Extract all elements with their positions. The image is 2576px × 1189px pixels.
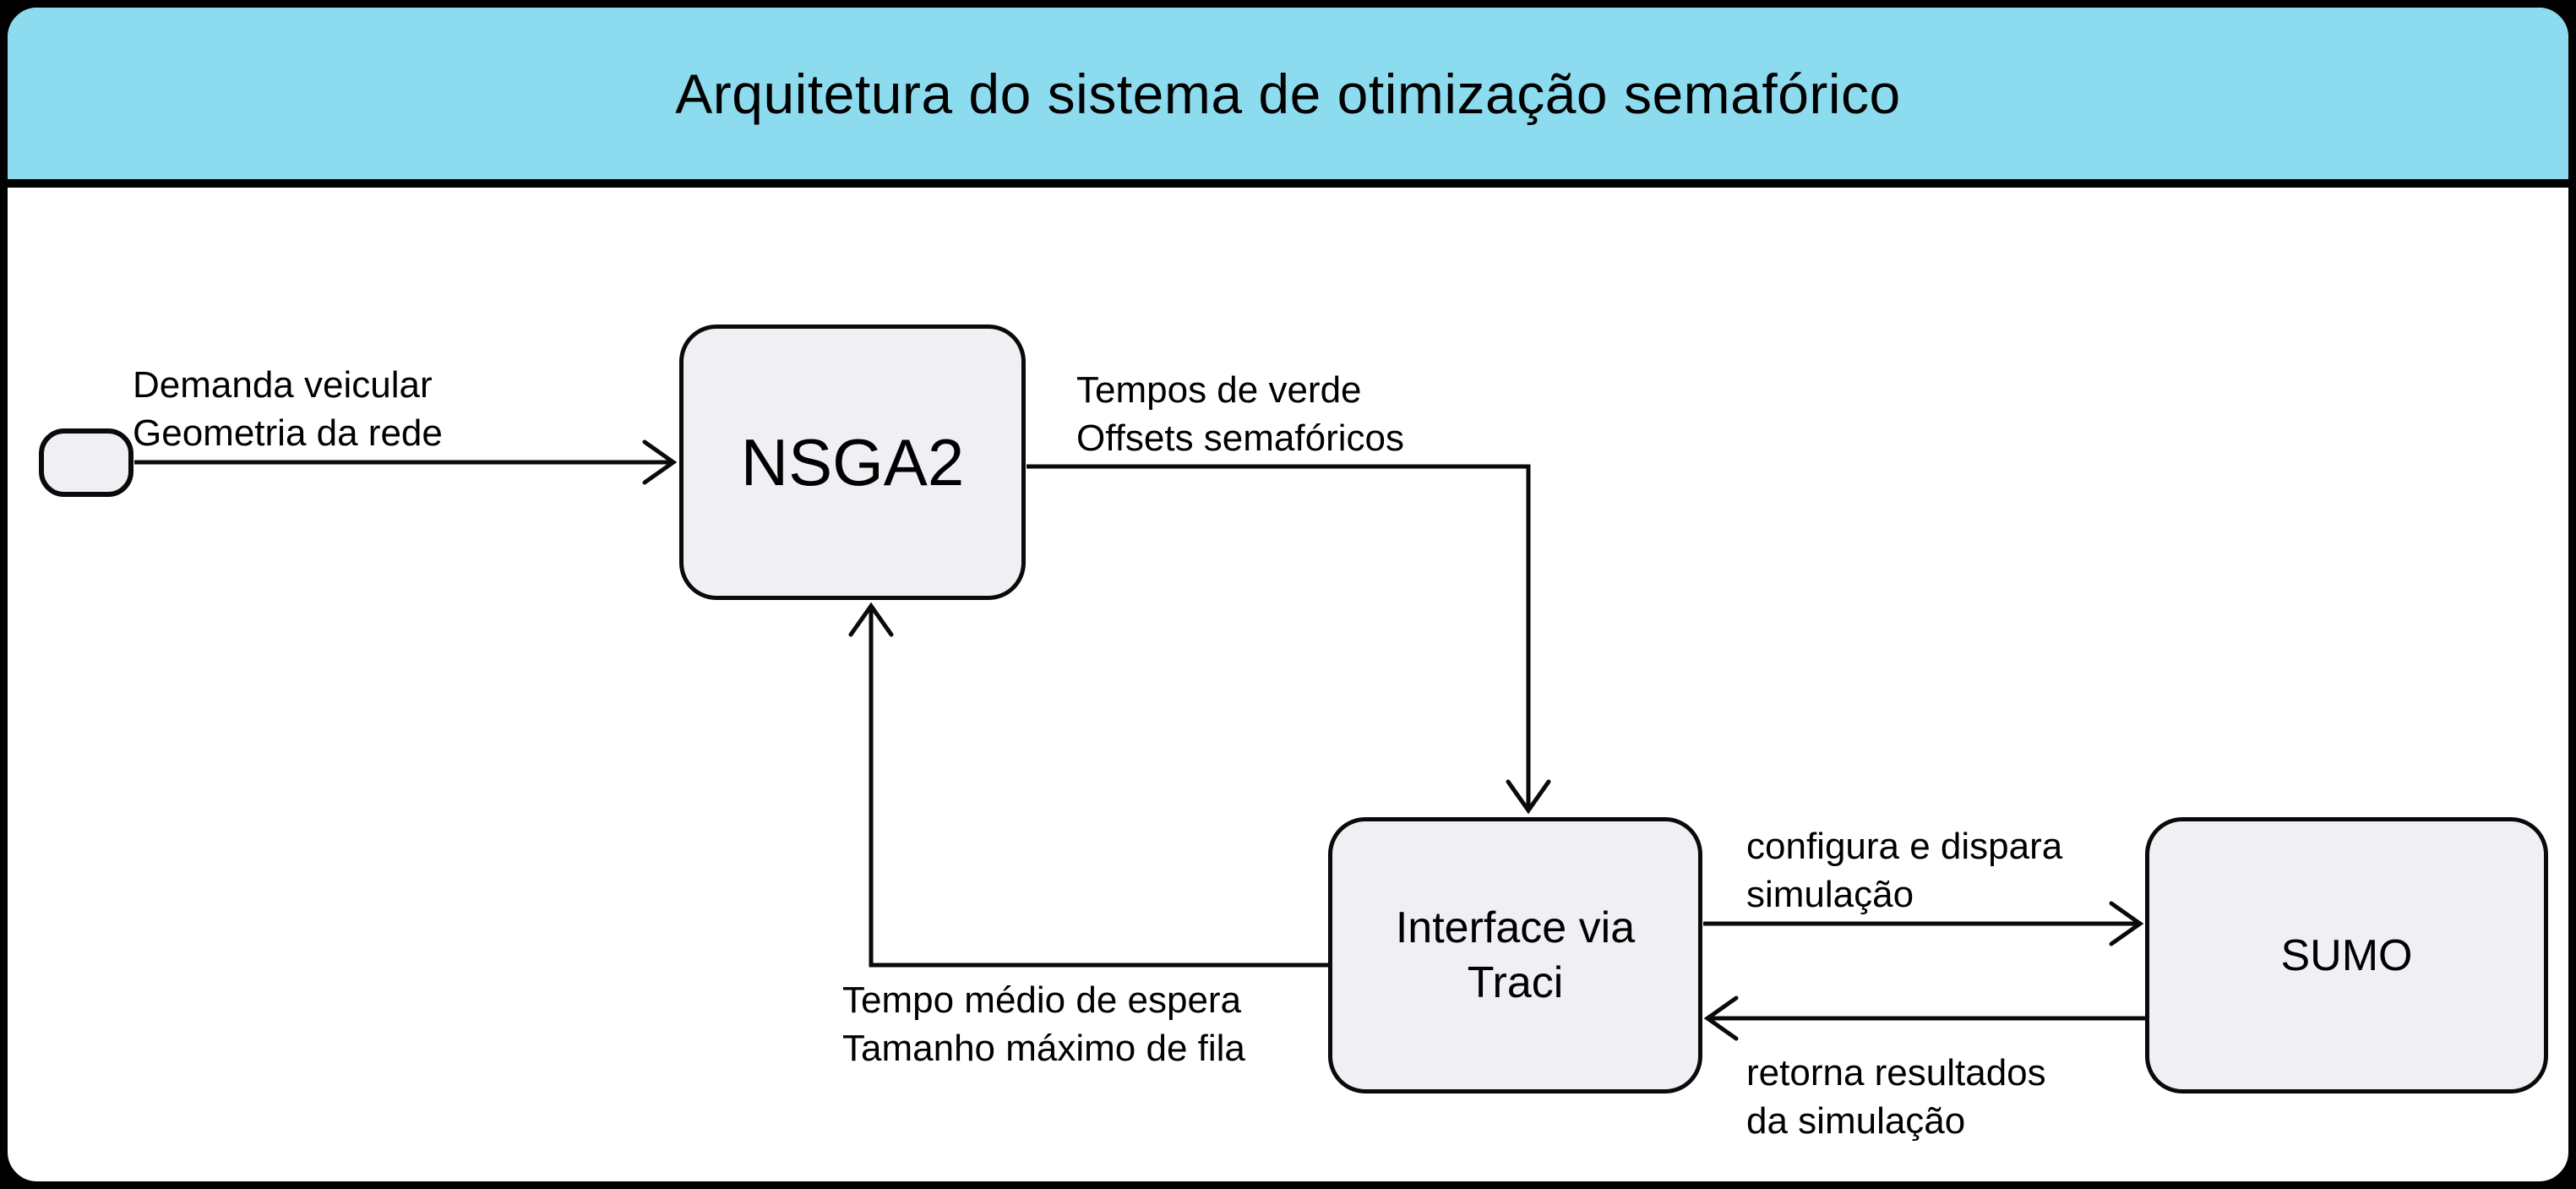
edge-label-interface-to-sumo: configura e dispara simulação [1746,822,2062,919]
node-sumo-label: SUMO [2280,930,2413,980]
diagram-header: Arquitetura do sistema de otimização sem… [8,8,2568,188]
edge-label-line: da simulação [1746,1100,1966,1142]
edge-label-line: simulação [1746,874,1914,915]
edge-label-input-to-nsga2: Demanda veicular Geometria da rede [133,361,443,457]
edge-label-line: Demanda veicular [133,364,433,406]
node-interface-traci: Interface via Traci [1328,817,1702,1094]
edge-label-line: Tempos de verde [1076,369,1362,411]
edge-interface-to-nsga2 [848,602,1328,968]
diagram-title: Arquitetura do sistema de otimização sem… [675,62,1901,125]
edge-label-line: Tamanho máximo de fila [842,1028,1245,1069]
edge-label-line: Geometria da rede [133,412,443,454]
edge-label-nsga2-to-interface: Tempos de verde Offsets semafóricos [1076,366,1404,462]
edge-label-sumo-to-interface: retorna resultados da simulação [1746,1049,2046,1145]
node-nsga2-label: NSGA2 [740,424,965,499]
node-nsga2: NSGA2 [679,325,1026,600]
edge-nsga2-to-interface [1027,464,1551,815]
node-sumo: SUMO [2145,817,2548,1094]
edge-label-interface-to-nsga2: Tempo médio de espera Tamanho máximo de … [842,976,1245,1072]
edge-label-line: Offsets semafóricos [1076,417,1404,459]
edge-layer [134,439,2145,1041]
edge-label-line: Tempo médio de espera [842,979,1242,1021]
edge-label-line: retorna resultados [1746,1052,2046,1094]
start-node [39,428,133,497]
node-interface-traci-label: Interface via Traci [1395,903,1636,1007]
edge-label-line: configura e dispara [1746,826,2063,867]
